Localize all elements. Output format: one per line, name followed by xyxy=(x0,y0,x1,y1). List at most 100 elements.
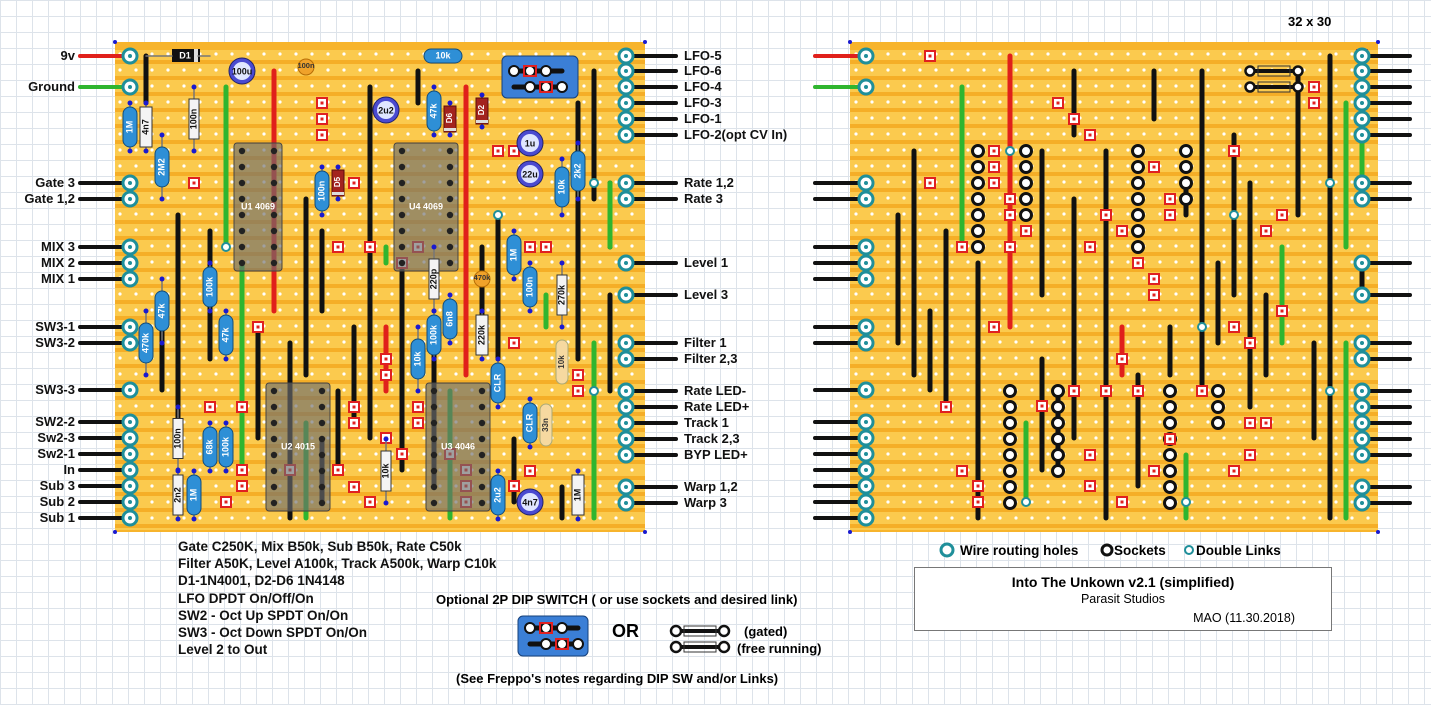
right-label: Rate LED+ xyxy=(684,399,750,414)
lead-dot xyxy=(383,436,389,442)
pad-hole xyxy=(1360,261,1364,265)
cut-dot xyxy=(240,405,244,409)
double-link xyxy=(1005,146,1015,156)
socket xyxy=(1019,176,1033,190)
ic-pin xyxy=(446,259,454,267)
double-link xyxy=(589,178,599,188)
lead-dot xyxy=(495,404,501,410)
cut-dot xyxy=(1248,421,1252,425)
component-value: 10k xyxy=(380,463,390,479)
legend-sockets: Sockets xyxy=(1114,543,1166,558)
cut-dot xyxy=(1088,453,1092,457)
right-label: Rate 3 xyxy=(684,191,724,206)
double-link xyxy=(1197,322,1207,332)
ic-chip xyxy=(393,142,459,272)
note-line: SW2 - Oct Up SPDT On/On xyxy=(178,607,349,623)
ic-pin xyxy=(478,499,486,507)
pad-hole xyxy=(1360,357,1364,361)
pad-hole xyxy=(864,452,868,456)
lead-dot xyxy=(175,404,181,410)
pad-hole xyxy=(128,341,132,345)
pad-hole xyxy=(864,85,868,89)
cut-dot xyxy=(400,452,404,456)
lead-dot xyxy=(127,100,133,106)
socket xyxy=(971,160,985,174)
lead-dot xyxy=(575,516,581,522)
resistor xyxy=(154,290,170,332)
lead-dot xyxy=(447,292,453,298)
ic-pin xyxy=(238,147,246,155)
dip-title: Optional 2P DIP SWITCH ( or use sockets … xyxy=(436,592,798,607)
socket xyxy=(971,224,985,238)
corner-dot xyxy=(848,530,852,534)
cut-dot xyxy=(944,405,948,409)
component-value: 2u2 xyxy=(378,105,394,115)
pad-hole xyxy=(624,293,628,297)
pad-hole xyxy=(864,420,868,424)
socket xyxy=(1131,240,1145,254)
component-value: 1M xyxy=(188,489,198,502)
pad-hole xyxy=(624,405,628,409)
component-value: D5 xyxy=(333,176,342,187)
component-value: 2u2 xyxy=(492,487,502,503)
component-value: 100n xyxy=(297,61,315,70)
pad-hole xyxy=(128,468,132,472)
film-capacitor xyxy=(172,474,184,516)
left-label: Sw2-1 xyxy=(37,446,75,461)
component-value: 100k xyxy=(204,276,214,297)
pad-hole xyxy=(624,485,628,489)
pad-hole xyxy=(864,388,868,392)
lead-dot xyxy=(223,468,229,474)
socket xyxy=(1211,400,1225,414)
ic-pin xyxy=(270,243,278,251)
cut-dot xyxy=(320,101,324,105)
cut-dot xyxy=(960,469,964,473)
ic-chip xyxy=(265,382,331,512)
component-value: 6n8 xyxy=(444,311,454,327)
pad-hole xyxy=(1360,485,1364,489)
lead-dot xyxy=(527,396,533,402)
ic-chip xyxy=(425,382,491,512)
component-value: CLR xyxy=(524,413,534,432)
link-outline xyxy=(1257,81,1291,93)
pad-hole xyxy=(128,85,132,89)
double-link xyxy=(221,242,231,252)
component-value: 33n xyxy=(541,418,550,432)
lead-dot xyxy=(191,516,197,522)
diode-band xyxy=(332,192,344,195)
corner-dot xyxy=(643,530,647,534)
component-value: 4n7 xyxy=(522,497,538,507)
dip-pin xyxy=(556,622,568,634)
build-notes: Gate C250K, Mix B50k, Sub B50k, Rate C50… xyxy=(178,538,496,658)
ic-pin xyxy=(318,403,326,411)
socket xyxy=(971,240,985,254)
resistor xyxy=(202,426,218,468)
socket xyxy=(1179,160,1193,174)
resistor xyxy=(554,166,570,208)
lead-dot xyxy=(559,156,565,162)
pad-hole xyxy=(1360,501,1364,505)
cut-dot xyxy=(960,245,964,249)
note-line: Filter A50K, Level A100k, Track A500k, W… xyxy=(178,556,497,572)
cut-dot xyxy=(1088,484,1092,488)
dip-pin xyxy=(540,638,552,650)
ic-pin xyxy=(398,259,406,267)
cut-dot xyxy=(976,500,980,504)
left-label: Sub 1 xyxy=(39,510,75,525)
cut-dot xyxy=(1072,389,1076,393)
track-cut xyxy=(555,638,569,650)
dip-pin xyxy=(572,638,584,650)
lead-dot xyxy=(159,196,165,202)
cut-dot xyxy=(256,325,260,329)
track-cut xyxy=(539,81,553,93)
lead-dot xyxy=(223,420,229,426)
socket xyxy=(1244,81,1256,93)
cut-dot xyxy=(992,181,996,185)
lead-dot xyxy=(575,140,581,146)
dip-or: OR xyxy=(612,621,639,641)
project-author: Parasit Studios xyxy=(1080,592,1166,606)
pad-hole xyxy=(128,500,132,504)
pad-hole xyxy=(128,325,132,329)
right-board-components xyxy=(895,49,1368,521)
pad-hole xyxy=(624,501,628,505)
